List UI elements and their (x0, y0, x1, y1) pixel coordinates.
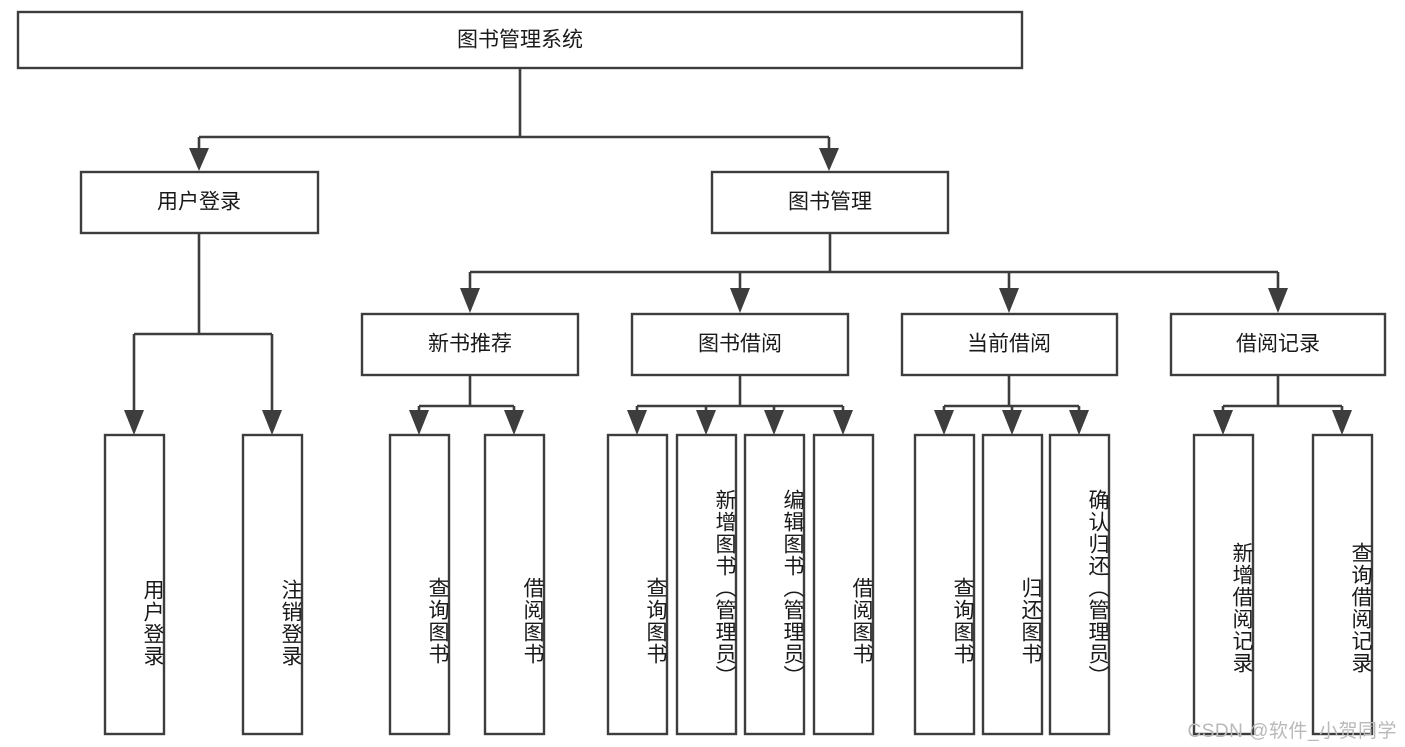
node-borrow-record[interactable]: 借阅记录 (1169, 312, 1387, 377)
node-book-manage[interactable]: 图书管理 (710, 170, 950, 235)
arrow-head-icon (1002, 410, 1022, 435)
arrow-head-icon (1069, 410, 1089, 435)
leaf-query-book-1-rect[interactable] (388, 433, 451, 736)
arrow-head-icon (934, 410, 954, 435)
node-root-label: 图书管理系统 (457, 29, 583, 52)
node-current-borrow-label: 当前借阅 (967, 333, 1051, 356)
leaf-query-book-3-rect[interactable] (913, 433, 976, 736)
leaf-confirm-return-rect[interactable] (1048, 433, 1111, 736)
node-current-borrow[interactable]: 当前借阅 (900, 312, 1119, 377)
node-book-borrow[interactable]: 图书借阅 (630, 312, 850, 377)
leaf-query-book-2-rect[interactable] (606, 433, 669, 736)
arrow-head-icon (1268, 288, 1288, 313)
node-book-manage-label: 图书管理 (788, 191, 872, 214)
arrow-head-icon (999, 288, 1019, 313)
node-new-book-recommend[interactable]: 新书推荐 (360, 312, 580, 377)
edge-current-borrow-to-leaves (934, 375, 1089, 435)
node-user-login-rect (79, 170, 320, 235)
arrow-head-icon (504, 410, 524, 435)
arrow-head-icon (460, 288, 480, 313)
node-root[interactable]: 图书管理系统 (16, 10, 1024, 70)
leaf-edit-book-rect[interactable] (743, 433, 806, 736)
arrow-head-icon (189, 148, 209, 171)
edge-user-login-to-leaves (124, 233, 282, 435)
leaf-user-logout-rect[interactable] (241, 433, 304, 736)
edge-new-book-recommend-to-leaves (409, 375, 524, 435)
watermark-text: CSDN @软件_小贺同学 (1187, 721, 1397, 742)
arrow-head-icon (696, 410, 716, 435)
arrow-head-icon (1332, 410, 1352, 435)
arrow-head-icon (833, 410, 853, 435)
node-new-book-recommend-rect (360, 312, 580, 377)
arrow-head-icon (409, 410, 429, 435)
node-book-borrow-label: 图书借阅 (698, 333, 782, 356)
arrow-head-icon (764, 410, 784, 435)
arrow-head-icon (627, 410, 647, 435)
arrow-head-icon (1213, 410, 1233, 435)
node-new-book-recommend-label: 新书推荐 (428, 333, 512, 356)
arrow-head-icon (819, 148, 839, 171)
node-root-rect (16, 10, 1024, 70)
edge-book-manage-to-level3 (460, 233, 1288, 313)
arrow-head-icon (730, 288, 750, 313)
node-borrow-record-label: 借阅记录 (1236, 333, 1320, 356)
node-current-borrow-rect (900, 312, 1119, 377)
leaf-query-record-rect[interactable] (1311, 433, 1374, 736)
edge-root-to-level2 (189, 68, 839, 171)
leaf-return-book-rect[interactable] (981, 433, 1044, 736)
leaf-add-record-rect[interactable] (1192, 433, 1255, 736)
arrow-head-icon (124, 410, 144, 435)
leaf-borrow-book-1-rect[interactable] (483, 433, 546, 736)
arrow-head-icon (262, 410, 282, 435)
edge-borrow-record-to-leaves (1213, 375, 1352, 435)
node-user-login-label: 用户登录 (157, 191, 241, 214)
edge-book-borrow-to-leaves (627, 375, 853, 435)
leaf-user-login-rect[interactable] (103, 433, 166, 736)
leaf-add-book-rect[interactable] (675, 433, 738, 736)
leaf-borrow-book-2-rect[interactable] (812, 433, 875, 736)
node-user-login[interactable]: 用户登录 (79, 170, 320, 235)
